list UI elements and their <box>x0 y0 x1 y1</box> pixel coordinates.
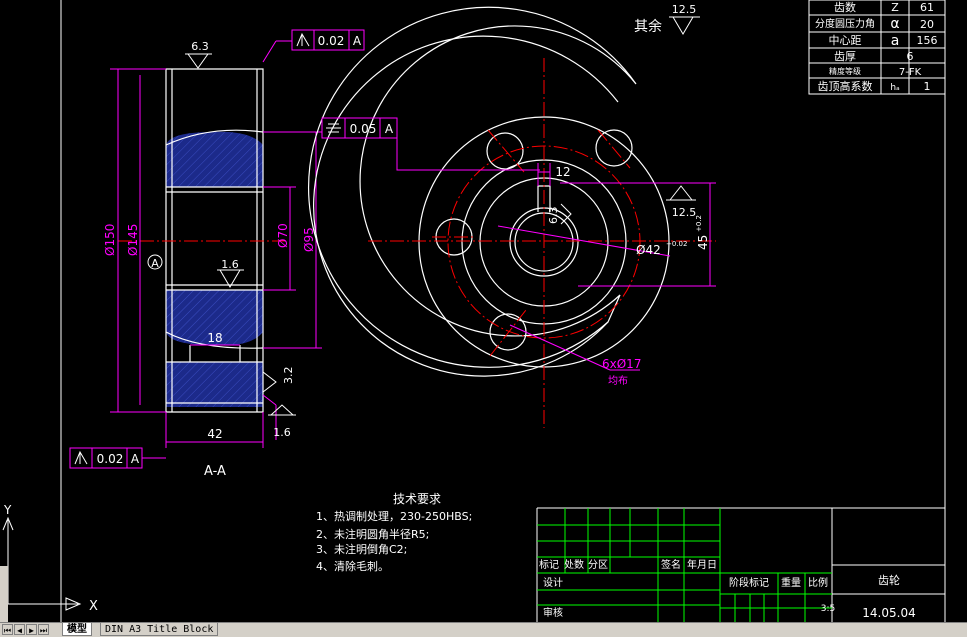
note-4: 4、清除毛刺。 <box>316 559 389 573</box>
tb-sign: 签名 <box>661 558 681 571</box>
section-dimensions <box>110 40 322 448</box>
table-symbol-5: hₐ <box>890 83 899 93</box>
table-value-0: 61 <box>920 1 934 14</box>
tol-frame-bottom: 0.02 A <box>69 447 166 469</box>
svg-text:其余: 其余 <box>634 18 662 35</box>
table-symbol-2: a <box>891 33 900 49</box>
note-2: 2、未注明圆角半径R5; <box>316 527 429 541</box>
section-roughness-16a: 1.6 <box>217 258 244 288</box>
svg-text:6xØ17: 6xØ17 <box>602 357 641 371</box>
svg-text:45: 45 <box>696 235 710 250</box>
dim-depth: 45 +0.2 <box>695 215 710 250</box>
table-name-4: 精度等级 <box>829 66 861 76</box>
dim-w42: 42 <box>207 427 222 441</box>
svg-text:12.5: 12.5 <box>672 3 697 16</box>
front-view-centerlines <box>368 58 716 428</box>
svg-text:0.02: 0.02 <box>318 34 345 48</box>
tb-mark: 标记 <box>539 559 559 571</box>
tb-count: 处数 <box>564 558 584 571</box>
table-value-3: 6 <box>907 50 914 63</box>
tb-review: 审核 <box>543 606 563 619</box>
table-name-2: 中心距 <box>829 34 862 47</box>
note-3: 3、未注明倒角C2; <box>316 542 407 556</box>
drawing-frame <box>60 0 946 622</box>
svg-text:+0.02: +0.02 <box>666 240 687 248</box>
front-roughness-125: 12.5 <box>666 185 697 219</box>
roughness-note-rest: 其余 12.5 <box>634 3 700 35</box>
section-roughness-32: 3.2 <box>262 367 295 393</box>
svg-text:A: A <box>353 34 362 48</box>
dim-d150: Ø150 <box>103 224 117 256</box>
table-name-3: 齿厚 <box>834 50 856 63</box>
table-value-4: 7-FK <box>899 67 922 78</box>
front-view[interactable]: 0.05 A 12 6.3 12.5 Ø42 +0.02 45 +0.2 6xØ… <box>307 6 716 428</box>
svg-text:Ø42: Ø42 <box>636 243 661 257</box>
title-block: 标记 处数 分区 签名 年月日 设计 审核 阶段标记 重量 比例 3:5 齿轮 … <box>536 507 945 622</box>
table-value-1: 20 <box>920 18 934 31</box>
table-value-2: 156 <box>917 34 938 47</box>
tab-prev-icon[interactable]: ◀ <box>14 624 25 635</box>
dim-bore: Ø42 +0.02 <box>636 240 687 257</box>
tb-design: 设计 <box>543 576 563 589</box>
table-symbol-0: Z <box>891 1 899 14</box>
section-label: A-A <box>204 464 226 479</box>
gear-parameter-table: 齿数 Z 61 分度圆压力角 α 20 中心距 a 156 齿厚 6 精度等级 … <box>808 0 946 95</box>
note-1: 1、热调制处理，230-250HBS; <box>316 510 472 523</box>
svg-text:均布: 均布 <box>608 375 628 387</box>
side-strip <box>0 566 8 622</box>
ucs-y-label: Y <box>3 503 12 517</box>
tb-scale-value: 3:5 <box>821 604 835 614</box>
svg-text:A: A <box>151 257 159 270</box>
svg-text:6.3: 6.3 <box>547 207 560 225</box>
svg-text:0.05: 0.05 <box>350 122 377 136</box>
section-roughness-63: 6.3 <box>185 40 212 69</box>
svg-text:A: A <box>131 452 140 466</box>
table-name-0: 齿数 <box>834 1 856 14</box>
front-roughness-63: 6.3 <box>547 203 572 225</box>
front-view-dimensions <box>396 137 716 371</box>
table-name-5: 齿顶高系数 <box>818 79 873 93</box>
tab-last-icon[interactable]: ⏭ <box>38 624 49 635</box>
tab-next-icon[interactable]: ▶ <box>26 624 37 635</box>
section-hatch <box>166 131 263 407</box>
dim-d95: Ø95 <box>302 227 316 252</box>
tb-part-name: 齿轮 <box>878 573 900 587</box>
tab-first-icon[interactable]: ⏮ <box>2 624 13 635</box>
tb-weight: 重量 <box>781 576 801 589</box>
tb-scale: 比例 <box>808 576 828 589</box>
svg-text:1.6: 1.6 <box>221 258 239 271</box>
dim-d70: Ø70 <box>276 223 290 248</box>
svg-text:A: A <box>385 122 394 136</box>
table-value-5: 1 <box>924 80 931 93</box>
tb-date-header: 年月日 <box>687 558 717 571</box>
datum-a-marker: A <box>147 254 163 270</box>
tb-stage: 阶段标记 <box>729 576 769 589</box>
dim-holes: 6xØ17 均布 <box>602 357 641 387</box>
tb-zone: 分区 <box>588 559 608 571</box>
svg-text:1.6: 1.6 <box>273 426 291 439</box>
tol-frame-top: 0.02 A <box>291 29 365 51</box>
svg-text:12.5: 12.5 <box>672 206 697 219</box>
layout-tab-bar: ⏮ ◀ ▶ ⏭ 模型 DIN A3 Title Block <box>0 622 967 637</box>
ucs-icon <box>2 516 82 611</box>
notes-title: 技术要求 <box>393 492 441 506</box>
technical-requirements: 技术要求 1、热调制处理，230-250HBS; 2、未注明圆角半径R5; 3、… <box>316 492 472 573</box>
dim-w18: 18 <box>207 331 222 345</box>
table-name-1: 分度圆压力角 <box>815 17 875 30</box>
tab-model[interactable]: 模型 <box>62 623 92 636</box>
svg-text:3.2: 3.2 <box>282 367 295 385</box>
front-tol-frame: 0.05 A <box>321 117 398 139</box>
dim-key-width: 12 <box>555 165 570 179</box>
tab-layout[interactable]: DIN A3 Title Block <box>100 623 219 636</box>
dim-d145: Ø145 <box>126 224 140 256</box>
table-symbol-1: α <box>890 16 899 32</box>
section-view-a-a[interactable]: Ø150 Ø145 Ø95 Ø70 42 18 6.3 1.6 3.2 1.6 <box>69 29 365 479</box>
ucs-x-label: X <box>89 599 98 614</box>
tb-date: 14.05.04 <box>862 606 915 620</box>
svg-text:0.02: 0.02 <box>97 452 124 466</box>
section-roughness-16b: 1.6 <box>268 404 296 439</box>
svg-text:6.3: 6.3 <box>191 40 209 53</box>
svg-text:+0.2: +0.2 <box>695 215 703 232</box>
